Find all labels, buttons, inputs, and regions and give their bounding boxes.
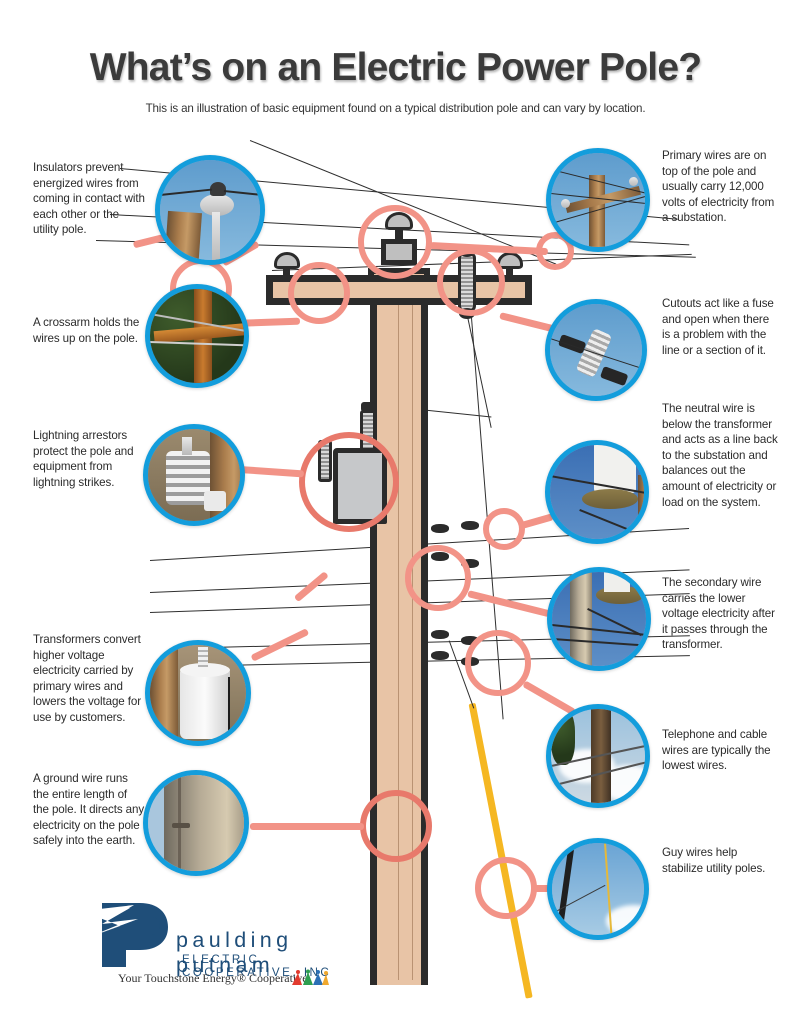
wire-connector	[461, 521, 479, 530]
wire-connector	[431, 524, 449, 533]
logo-company-name: paulding putnam	[176, 928, 293, 977]
wire-connector	[461, 636, 479, 645]
connector-ring-guy-wire	[475, 857, 537, 919]
connector-leader-guy-wire	[534, 885, 558, 892]
callout-transformers-text: Transformers convert higher voltage elec…	[33, 633, 141, 724]
pole-seam	[398, 300, 399, 980]
callout-neutral-wire: The neutral wire is below the transforme…	[662, 401, 780, 510]
crossarm-photo	[145, 284, 249, 388]
callout-primary-wires: Primary wires are on top of the pole and…	[662, 148, 780, 226]
arrestor-cap	[361, 402, 375, 412]
connector-ring-secondary	[405, 545, 471, 611]
callout-insulators: Insulators prevent energized wires from …	[33, 160, 145, 238]
callout-telephone-cable-wires-text: Telephone and cable wires are typically …	[662, 728, 771, 773]
telephone-cable-photo	[546, 704, 650, 808]
callout-crossarm: A crossarm holds the wires up on the pol…	[33, 315, 145, 346]
page-subtitle: This is an illustration of basic equipme…	[145, 102, 646, 115]
wire-connector	[461, 559, 479, 568]
transformer-photo	[145, 640, 251, 746]
callout-insulators-text: Insulators prevent energized wires from …	[33, 161, 145, 237]
callout-ground-wire-text: A ground wire runs the entire length of …	[33, 772, 145, 848]
guy-wire	[468, 702, 533, 999]
wire-connector	[431, 651, 449, 660]
cutout-photo	[545, 299, 647, 401]
callout-guy-wires-text: Guy wires help stabilize utility poles.	[662, 846, 766, 875]
connector-ring-neutral	[483, 508, 525, 550]
primary-wires-photo	[546, 148, 650, 252]
callout-cutouts-text: Cutouts act like a fuse and open when th…	[662, 297, 774, 357]
insulator-icon	[497, 252, 523, 269]
callout-transformers: Transformers convert higher voltage elec…	[33, 632, 145, 726]
neutral-wire-photo	[545, 440, 649, 544]
wire-connector	[431, 630, 449, 639]
secondary-wire-photo	[547, 567, 651, 671]
callout-lightning-arrestors: Lightning arrestors protect the pole and…	[33, 428, 145, 490]
logo-tagline: Your Touchstone Energy® Cooperative	[118, 971, 308, 985]
callout-cutouts: Cutouts act like a fuse and open when th…	[662, 296, 780, 358]
utility-pole-body	[370, 295, 428, 985]
callout-primary-wires-text: Primary wires are on top of the pole and…	[662, 149, 775, 225]
connector-ring-primary-wires	[358, 205, 432, 279]
connector-ring-cutouts	[437, 248, 505, 316]
callout-telephone-cable-wires: Telephone and cable wires are typically …	[662, 727, 780, 774]
lightning-arrestor-photo	[143, 424, 245, 526]
connector-ring-telephone	[465, 630, 531, 696]
callout-secondary-wire-text: The secondary wire carries the lower vol…	[662, 576, 775, 652]
connector-ring-insulators	[288, 262, 350, 324]
paulding-putnam-logo: paulding putnam ELECTRIC COOPERATIVE, IN…	[78, 897, 358, 989]
logo-company-subtitle: ELECTRIC COOPERATIVE, INC	[182, 953, 332, 979]
insulator-photo	[155, 155, 265, 265]
pole-seam	[412, 300, 413, 980]
callout-crossarm-text: A crossarm holds the wires up on the pol…	[33, 316, 140, 345]
connector-ring-arrestor	[299, 432, 399, 532]
insulator-stem	[283, 262, 290, 280]
callout-ground-wire: A ground wire runs the entire length of …	[33, 771, 145, 849]
ground-wire-photo	[143, 770, 249, 876]
connector-ring-ground	[360, 790, 432, 862]
guy-wire-photo	[547, 838, 649, 940]
pp-logo-mark-icon	[82, 903, 168, 967]
page-title: What’s on an Electric Power Pole?	[89, 46, 702, 89]
callout-guy-wires: Guy wires help stabilize utility poles.	[662, 845, 780, 876]
callout-neutral-wire-text: The neutral wire is below the transforme…	[662, 402, 778, 509]
callout-secondary-wire: The secondary wire carries the lower vol…	[662, 575, 780, 653]
touchstone-energy-people-icon	[292, 969, 329, 985]
callout-lightning-arrestors-text: Lightning arrestors protect the pole and…	[33, 429, 134, 489]
connector-leader-ground	[250, 823, 364, 830]
insulator-icon	[274, 252, 300, 269]
insulator-stem	[506, 262, 513, 280]
